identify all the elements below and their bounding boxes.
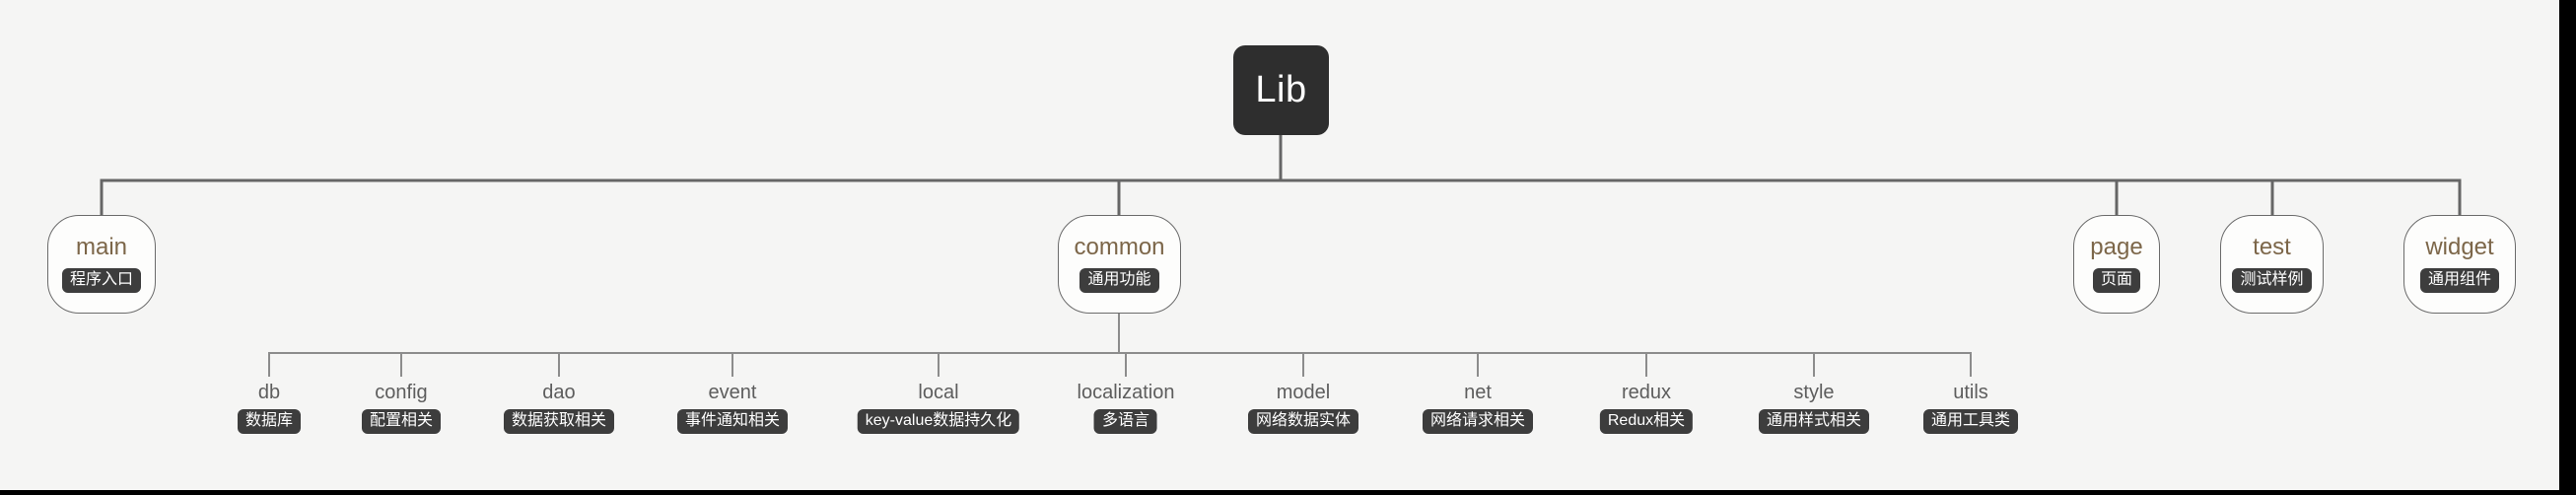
node-badge: 通用样式相关: [1758, 409, 1870, 434]
node-config[interactable]: config 配置相关: [361, 382, 442, 434]
node-widget[interactable]: widget 通用组件: [2403, 215, 2516, 314]
tree-root-node[interactable]: Lib: [1233, 45, 1329, 135]
node-name: redux: [1621, 382, 1672, 403]
node-badge: 通用功能: [1079, 268, 1159, 293]
node-name: style: [1793, 382, 1835, 403]
node-main[interactable]: main 程序入口: [47, 215, 156, 314]
node-badge: Redux相关: [1599, 409, 1694, 434]
node-badge: 数据获取相关: [503, 409, 615, 434]
node-badge: 程序入口: [61, 268, 141, 293]
node-name: common: [1074, 234, 1165, 261]
node-name: dao: [542, 382, 576, 403]
node-badge: key-value数据持久化: [857, 409, 1020, 434]
node-test[interactable]: test 测试样例: [2220, 215, 2324, 314]
node-name: page: [2090, 234, 2143, 261]
node-badge: 通用组件: [2419, 268, 2499, 293]
node-badge: 多语言: [1093, 409, 1158, 434]
node-name: local: [918, 382, 959, 403]
node-badge: 网络请求相关: [1422, 409, 1534, 434]
node-badge: 页面: [2092, 268, 2140, 293]
node-name: config: [375, 382, 428, 403]
node-name: utils: [1953, 382, 1988, 403]
node-net[interactable]: net 网络请求相关: [1422, 382, 1534, 434]
node-badge: 配置相关: [361, 409, 442, 434]
node-name: localization: [1077, 382, 1175, 403]
node-local[interactable]: local key-value数据持久化: [857, 382, 1020, 434]
node-name: main: [75, 234, 128, 261]
node-utils[interactable]: utils 通用工具类: [1922, 382, 2019, 434]
node-localization[interactable]: localization 多语言: [1077, 382, 1175, 434]
node-name: widget: [2425, 234, 2494, 261]
node-model[interactable]: model 网络数据实体: [1247, 382, 1359, 434]
node-name: db: [257, 382, 281, 403]
node-badge: 数据库: [237, 409, 302, 434]
screen-edge-right: [2559, 0, 2576, 495]
node-redux[interactable]: redux Redux相关: [1599, 382, 1694, 434]
node-name: net: [1464, 382, 1492, 403]
node-name: model: [1276, 382, 1331, 403]
node-dao[interactable]: dao 数据获取相关: [503, 382, 615, 434]
node-badge: 事件通知相关: [676, 409, 789, 434]
node-name: test: [2253, 234, 2291, 261]
node-db[interactable]: db 数据库: [237, 382, 302, 434]
node-page[interactable]: page 页面: [2073, 215, 2160, 314]
screen-edge-bottom: [0, 490, 2576, 495]
node-style[interactable]: style 通用样式相关: [1758, 382, 1870, 434]
root-label: Lib: [1255, 69, 1307, 110]
node-common[interactable]: common 通用功能: [1058, 215, 1181, 314]
node-event[interactable]: event 事件通知相关: [676, 382, 789, 434]
node-badge: 测试样例: [2232, 268, 2312, 293]
node-badge: 通用工具类: [1922, 409, 2019, 434]
node-name: event: [708, 382, 757, 403]
node-badge: 网络数据实体: [1247, 409, 1359, 434]
